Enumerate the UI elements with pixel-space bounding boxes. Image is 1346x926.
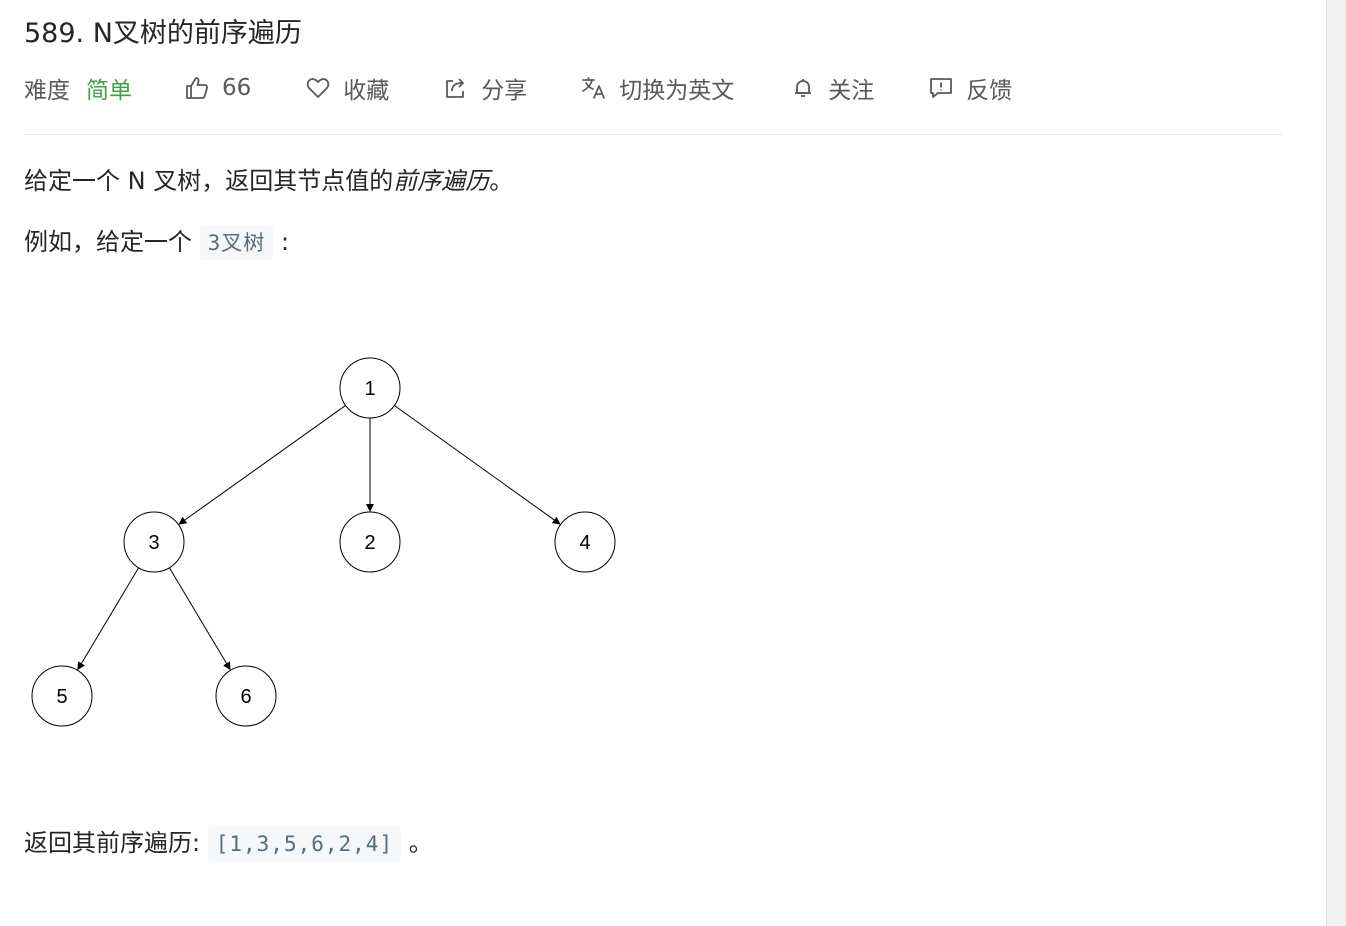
bell-icon [790,75,816,101]
tree-node-label: 4 [579,532,590,554]
result-line: 返回其前序遍历: [1,3,5,6,2,4] 。 [24,826,433,861]
tree-node-circle [339,357,401,419]
tree-node-6: 6 [215,665,277,727]
example-text: 例如，给定一个 [24,228,192,256]
tree-node-4: 4 [554,511,616,573]
description-line-2: 例如，给定一个 3叉树 : [24,225,289,260]
emphasis-text: 前序遍历 [393,167,490,195]
share-button[interactable]: 分享 [443,71,527,105]
tree-node-3: 3 [123,511,185,573]
colon: : [280,228,290,256]
favorite-label: 收藏 [343,78,390,104]
follow-button[interactable]: 关注 [790,71,874,105]
difficulty-value: 简单 [86,78,132,104]
switch-language-button[interactable]: 切换为英文 [581,71,734,105]
tree-node-label: 1 [364,378,375,400]
tree-edge-3-5 [77,567,140,671]
difficulty: 难度 简单 [24,71,132,105]
tree-svg: 1 3 2 4 5 6 [31,357,616,727]
description-text: 给定一个 N 叉树，返回其节点值的 [24,167,394,195]
description-line-1: 给定一个 N 叉树，返回其节点值的前序遍历。 [24,164,513,198]
tree-edge-1-3 [178,405,346,525]
result-text: 返回其前序遍历: [24,829,201,857]
feedback-button[interactable]: 反馈 [928,71,1012,105]
like-count: 66 [222,75,252,101]
switch-language-label: 切换为英文 [619,78,735,104]
inline-code-tree: 3叉树 [199,226,274,260]
divider [24,134,1282,135]
follow-label: 关注 [828,78,875,104]
punctuation: 。 [489,167,514,195]
tree-node-label: 6 [240,686,251,708]
feedback-label: 反馈 [966,78,1013,104]
tree-node-label: 3 [148,532,159,554]
problem-title: 589. N叉树的前序遍历 [24,18,302,49]
tree-node-circle [215,665,277,727]
tree-node-label: 5 [56,686,67,708]
tree-node-label: 2 [364,532,375,554]
inline-code-result: [1,3,5,6,2,4] [207,827,402,861]
tree-node-circle [339,511,401,573]
tree-node-circle [31,665,93,727]
n-ary-tree-diagram: 1 3 2 4 5 6 [24,290,664,744]
share-label: 分享 [481,78,528,104]
tree-edge-1-4 [394,405,561,525]
tree-node-circle [123,511,185,573]
difficulty-label: 难度 [24,78,70,104]
tree-node-1: 1 [339,357,401,419]
feedback-icon [928,75,954,101]
tree-node-2: 2 [339,511,401,573]
problem-meta-bar: 难度 简单 66 收藏 [24,68,1012,108]
thumbs-up-icon [184,75,210,101]
tree-node-circle [554,511,616,573]
translate-icon [581,75,607,101]
tree-edge-3-6 [168,567,231,671]
period: 。 [408,829,433,857]
like-button[interactable]: 66 [184,75,251,101]
heart-icon [305,75,331,101]
share-icon [443,75,469,101]
tree-node-5: 5 [31,665,93,727]
scrollbar[interactable] [1326,0,1346,926]
favorite-button[interactable]: 收藏 [305,71,389,105]
